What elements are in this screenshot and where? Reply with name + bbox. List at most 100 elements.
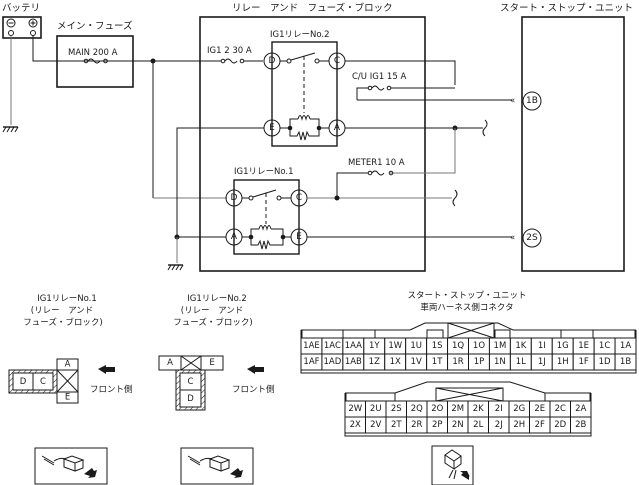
battery-plus-terminal [28, 18, 38, 28]
connector-pin-label: 2T [391, 420, 402, 430]
connector-pin-label: 1H [557, 357, 569, 367]
relay1-title: IG1リレーNo.1 [234, 167, 294, 177]
fuse-icon [367, 170, 394, 176]
fuse-icon [220, 58, 245, 64]
ground-icon [167, 264, 184, 271]
connector-pin-label: 2D [554, 420, 566, 430]
connector-pin-label: 2E [534, 404, 545, 414]
connector-pin-label: 1Q [452, 341, 464, 351]
connector-pin-label: 1Y [369, 341, 380, 351]
relay2-title: IG1リレーNo.2 [270, 30, 330, 40]
connector-pin-label: 2H [513, 420, 525, 430]
connector-pin-label: 2X [350, 420, 361, 430]
connector-pin-label: 1P [474, 357, 485, 367]
connector-pin-label: 1C [599, 341, 610, 351]
battery-box [2, 16, 42, 39]
connector-pin-label: 1M [494, 341, 507, 351]
relay2-connector-face: A E C D [158, 355, 224, 411]
ssu-pin-2S: 2S [522, 228, 542, 248]
svg-text:D: D [20, 377, 27, 387]
relay2-box [271, 41, 338, 147]
relay2-coil-icon [280, 115, 329, 141]
svg-text:フューズ・ブロック): フューズ・ブロック) [173, 317, 252, 328]
svg-text:E: E [296, 232, 302, 242]
relay-fuse-block-box [199, 16, 426, 272]
connector-pin-label: 2V [370, 420, 381, 430]
svg-text:A: A [167, 358, 173, 368]
connector-pin-label: 2J [495, 420, 503, 430]
battery-minus-terminal [6, 18, 16, 28]
connector-pin-label: 1I [538, 341, 546, 351]
connector-pin-label: 1AE [303, 341, 320, 351]
relay-block-title: リレー アンド フューズ・ブロック [232, 2, 393, 14]
connector-pin-label: 2N [452, 420, 464, 430]
ssu-title: スタート・ストップ・ユニット [500, 3, 633, 14]
wire-break-icon [452, 189, 458, 207]
relay1-connector-title: IG1リレーNo.1 (リレー アンド フューズ・ブロック) [23, 294, 102, 328]
fuse-icon [367, 85, 392, 91]
connector-pin-label: 1W [388, 341, 402, 351]
ssu-pin-1B: 1B [522, 91, 542, 111]
connector-arrow-icon: « [510, 233, 515, 243]
connector-pin-label: 2S [391, 404, 402, 414]
connector-pin-label: 1AA [345, 341, 362, 351]
svg-text:D: D [231, 193, 238, 203]
wire-break-icon [482, 119, 488, 137]
relay2-connector-pictogram-icon [180, 447, 254, 485]
connector-pin-label: 1O [473, 341, 485, 351]
fuse-cu-label: C/U IG1 15 A [352, 72, 406, 82]
svg-text:E: E [209, 358, 214, 368]
connector-pin-label: 1U [410, 341, 422, 351]
connector-pin-cell [570, 416, 592, 434]
connector-pin-label: 1A [620, 341, 631, 351]
connector-pin-label: 2Q [411, 404, 423, 414]
connector-pin-label: 2L [473, 420, 483, 430]
connector-pin-label: 1L [516, 357, 526, 367]
front-arrow-icon [98, 365, 115, 374]
connector-pin-label: 1N [494, 357, 506, 367]
connector-arrow-icon: « [510, 96, 515, 106]
front-arrow-icon [247, 365, 264, 374]
connector-pin-label: 2C [555, 404, 566, 414]
relay1-coil-icon [242, 225, 291, 250]
connector-pin-label: 2B [575, 420, 586, 430]
relay1-switch-icon [242, 189, 291, 224]
connector-pin-label: 2P [432, 420, 443, 430]
connector-pin-label: 1E [578, 341, 589, 351]
svg-text:C: C [296, 193, 302, 203]
connector-pin-label: 1S [432, 341, 443, 351]
relay1-connector-face: D C A E [8, 358, 79, 404]
svg-text:1B: 1B [526, 96, 538, 106]
battery-label: バッテリ [2, 3, 40, 14]
connector-pin-label: 1B [620, 357, 631, 367]
connector-pin-label: 2M [451, 404, 464, 414]
connector-pin-label: 1AF [303, 357, 319, 367]
battery-positive-wire [32, 35, 200, 62]
ground-icon [2, 126, 19, 133]
connector-pin-label: 2W [348, 404, 362, 414]
connector-pin-label: 1F [579, 357, 589, 367]
svg-text:A: A [231, 232, 238, 242]
svg-text:C: C [40, 377, 46, 387]
connector-pin-label: 2R [411, 420, 422, 430]
junction-dot [334, 195, 340, 201]
relay2-switch-icon [280, 52, 329, 113]
svg-text:IG1リレーNo.2: IG1リレーNo.2 [187, 294, 247, 304]
connector-pin-label: 1Z [369, 357, 380, 367]
connector-pin-label: 1AD [324, 357, 342, 367]
svg-text:(リレー アンド: (リレー アンド [181, 306, 243, 316]
svg-text:E: E [65, 393, 70, 403]
connector-pin-label: 2G [513, 404, 525, 414]
connector-pin-label: 2O [431, 404, 443, 414]
svg-text:E: E [269, 123, 275, 133]
connector-pin-label: 1T [432, 357, 443, 367]
svg-text:2S: 2S [526, 233, 538, 243]
front-side-label: フロント側 [232, 384, 275, 395]
fuse-icon [83, 58, 108, 64]
connector-pin-label: 1V [411, 357, 422, 367]
front-side-label: フロント側 [90, 384, 133, 395]
svg-text:D: D [269, 56, 276, 66]
